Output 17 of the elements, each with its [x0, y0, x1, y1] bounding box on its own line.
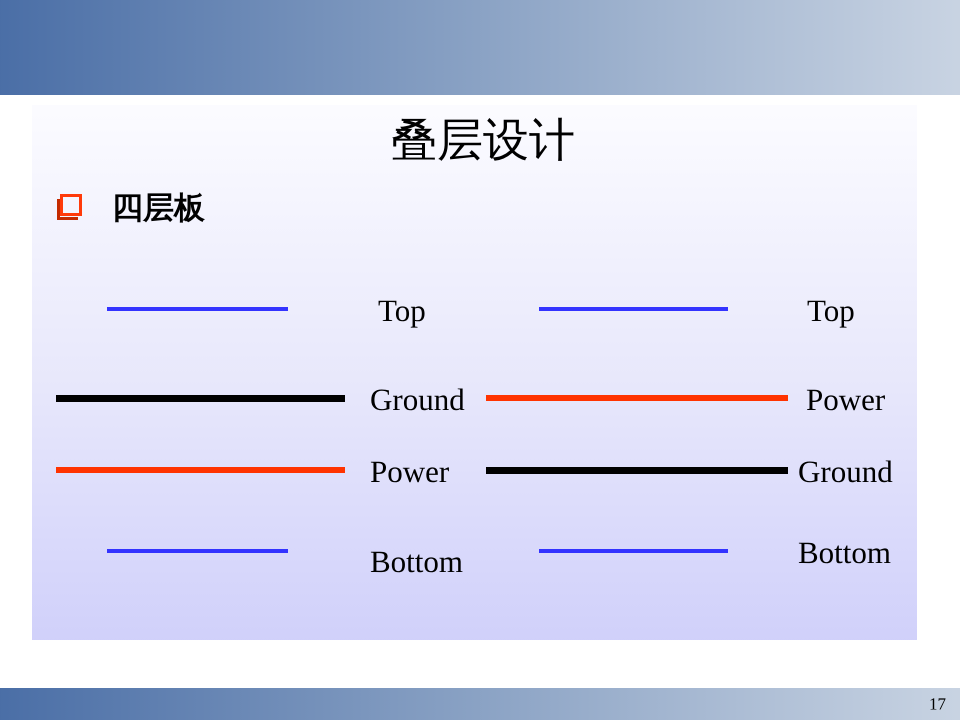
layer-bar — [56, 467, 345, 473]
layer-label: Ground — [798, 454, 893, 490]
slide-title: 叠层设计 — [391, 114, 575, 166]
layer-bar — [539, 549, 728, 553]
layer-bar — [539, 307, 728, 311]
layer-bar — [486, 395, 788, 401]
layer-bar — [107, 549, 288, 553]
layer-label: Top — [378, 293, 426, 329]
layer-bar — [107, 307, 288, 311]
layer-label: Power — [370, 454, 450, 490]
layer-label: Bottom — [798, 535, 892, 571]
layer-label: Power — [806, 382, 886, 418]
section-heading: 四层板 — [112, 190, 205, 226]
page-number: 17 — [929, 696, 946, 712]
layer-label: Bottom — [370, 544, 464, 580]
layer-label: Ground — [370, 382, 465, 418]
layer-label: Top — [807, 293, 855, 329]
